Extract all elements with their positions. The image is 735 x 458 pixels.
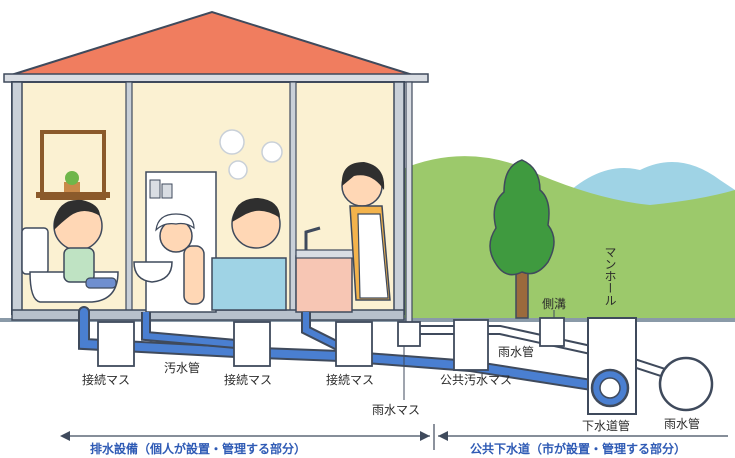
steam-2	[261, 141, 283, 163]
steam-1	[219, 129, 245, 155]
tree	[489, 159, 555, 319]
steam-3	[228, 160, 248, 180]
private-arrow-left	[60, 431, 70, 441]
bathtub	[211, 257, 287, 311]
pointer-lines	[403, 310, 555, 400]
bottle-1	[149, 179, 161, 199]
bath-room	[133, 129, 287, 313]
boy-body	[63, 247, 95, 283]
connection-box-2	[233, 321, 271, 367]
roof	[7, 10, 417, 77]
tree-foliage	[489, 159, 555, 276]
label-sewage-pipe: 汚水管	[164, 360, 200, 375]
shampoo-foam	[155, 213, 195, 232]
woman-hair	[341, 162, 385, 190]
window-sill	[36, 192, 110, 198]
wall-right-frame	[393, 81, 405, 315]
downpipe	[405, 81, 413, 331]
bather-hair	[232, 198, 280, 222]
sewage-pipe-bath-fill	[143, 312, 237, 347]
rain-box-shape	[397, 321, 421, 347]
connection-box-3	[335, 321, 373, 367]
sewer-pipe-inner	[599, 377, 621, 399]
boy-hair	[54, 199, 100, 230]
apron	[357, 213, 389, 299]
sewage-pipe-kitchen-fill	[303, 312, 348, 353]
kitchen-counter	[295, 255, 353, 313]
label-rain-box: 雨水マス	[372, 403, 420, 417]
label-manhole: マンホール	[603, 246, 617, 306]
roof-eave	[3, 73, 429, 83]
sink	[133, 261, 173, 283]
label-public-sewage-box: 公共汚水マス	[440, 373, 512, 387]
kitchen-sink-top	[295, 249, 355, 259]
label-connection-box-3: 接続マス	[326, 372, 374, 387]
toilet-tank	[21, 227, 49, 275]
plant	[65, 171, 79, 185]
tree-trunk	[515, 267, 529, 319]
toilet-room	[21, 130, 119, 303]
plant-pot	[64, 182, 80, 192]
bottle-2	[161, 183, 173, 199]
hill	[400, 156, 735, 322]
wall-left-frame	[11, 81, 23, 315]
public-arrow-left	[438, 431, 448, 441]
side-ditch-shape	[539, 317, 565, 347]
divider-1	[125, 81, 133, 315]
label-connection-box-1: 接続マス	[82, 372, 130, 387]
faucet	[304, 226, 321, 250]
divider-2	[289, 81, 297, 315]
private-range-label: 排水設備（個人が設置・管理する部分）	[90, 441, 306, 456]
private-arrow-right	[420, 431, 430, 441]
public-range-label: 公共下水道（市が設置・管理する部分）	[470, 441, 686, 456]
boy-legs	[85, 277, 117, 289]
sewage-pipe-main-fill	[80, 308, 602, 390]
connection-box-1	[97, 321, 135, 367]
connection-boxes	[97, 317, 714, 415]
public-sewage-box-shape	[453, 319, 489, 371]
child-body	[183, 245, 205, 305]
range-arrows: 排水設備（個人が設置・管理する部分） 公共下水道（市が設置・管理する部分）	[60, 424, 728, 456]
label-rain-pipe-upper: 雨水管	[498, 344, 534, 359]
label-connection-box-2: 接続マス	[224, 372, 272, 387]
label-rain-pipe-right: 雨水管	[664, 416, 700, 431]
labels: 接続マス 汚水管 接続マス 接続マス 雨水マス 公共汚水マス 雨水管 側溝 マン…	[82, 246, 700, 433]
kitchen-room	[295, 162, 391, 313]
label-side-ditch: 側溝	[542, 297, 566, 311]
label-sewer-pipe: 下水道管	[582, 418, 630, 433]
rain-pipe-circle	[658, 356, 714, 412]
